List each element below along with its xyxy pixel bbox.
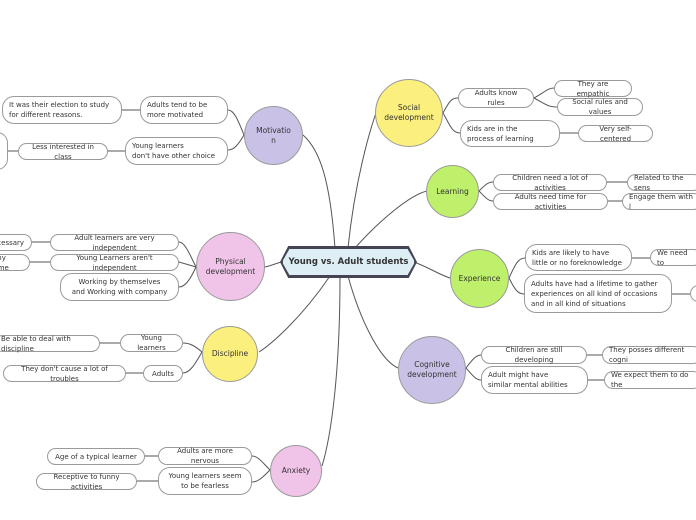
topic-physical-development[interactable]: Physical development [196, 232, 265, 301]
node-they-are-empathic[interactable]: They are empathic [554, 80, 632, 98]
node-related-to-senses[interactable]: Related to the sens [627, 174, 696, 192]
topic-anxiety[interactable]: Anxiety [270, 445, 322, 497]
node-very-self-centered[interactable]: Very self-centered [578, 125, 653, 143]
topic-discipline[interactable]: Discipline [202, 326, 258, 382]
node-age-typical-learner[interactable]: Age of a typical learner [47, 448, 145, 465]
node-adults-need-time[interactable]: Adults need time for activities [493, 193, 608, 211]
node-their-election[interactable]: It was their election to study for diffe… [2, 96, 122, 124]
node-less-interested[interactable]: Less interested in class [18, 143, 108, 161]
node-engage-them[interactable]: Engage them with l [622, 193, 696, 211]
node-social-rules-values[interactable]: Social rules and values [557, 98, 643, 116]
topic-motivation[interactable]: Motivatio n [244, 106, 303, 165]
node-adults-discipline[interactable]: Adults [143, 365, 183, 382]
node-children-need-activities[interactable]: Children need a lot of activities [493, 174, 607, 192]
node-receptive-funny[interactable]: Receptive to funny activities [36, 473, 137, 491]
node-adult-similar-abilities[interactable]: Adult might have similar mental abilitie… [481, 366, 588, 394]
topic-learning[interactable]: Learning [426, 165, 479, 218]
node-any-time[interactable]: any time [0, 254, 30, 272]
node-deal-with-discipline[interactable]: Be able to deal with discipline [0, 335, 100, 353]
topic-experience[interactable]: Experience [450, 249, 509, 308]
node-young-no-choice[interactable]: Young learners don't have other choice [125, 137, 228, 165]
topic-cognitive-development[interactable]: Cognitive development [398, 336, 466, 404]
node-necessary[interactable]: ecessary [0, 234, 32, 251]
node-posses-different-cognitive[interactable]: They posses different cogni [602, 346, 696, 364]
topic-social-development[interactable]: Social development [375, 79, 443, 147]
node-adults-more-motivated[interactable]: Adults tend to be more motivated [140, 96, 228, 124]
node-kids-little-knowledge[interactable]: Kids are likely to have little or no for… [525, 244, 632, 271]
node-dont-cause-troubles[interactable]: They don't cause a lot of troubles [3, 365, 126, 383]
node-kids-in-process[interactable]: Kids are in the process of learning [460, 120, 560, 147]
node-young-fearless[interactable]: Young learners seem to be fearless [158, 467, 252, 495]
node-we-expect-them[interactable]: We expect them to do the [604, 371, 696, 389]
node-young-learners[interactable]: Young learners [120, 334, 183, 352]
node-adult-very-independent[interactable]: Adult learners are very independent [50, 234, 179, 252]
node-adults-lifetime[interactable]: Adults have had a lifetime to gather exp… [524, 274, 672, 313]
node-working-themselves[interactable]: Working by themselves and Working with c… [60, 273, 179, 301]
node-young-not-independent[interactable]: Young Learners aren't independent [50, 254, 179, 272]
node-children-still-developing[interactable]: Children are still developing [481, 346, 587, 364]
node-adults-more-nervous[interactable]: Adults are more nervous [158, 447, 252, 465]
central-topic[interactable]: Young vs. Adult students [282, 248, 415, 276]
node-adults-know-rules[interactable]: Adults know rules [458, 88, 534, 108]
node-we-need-to[interactable]: We need to [650, 249, 696, 267]
